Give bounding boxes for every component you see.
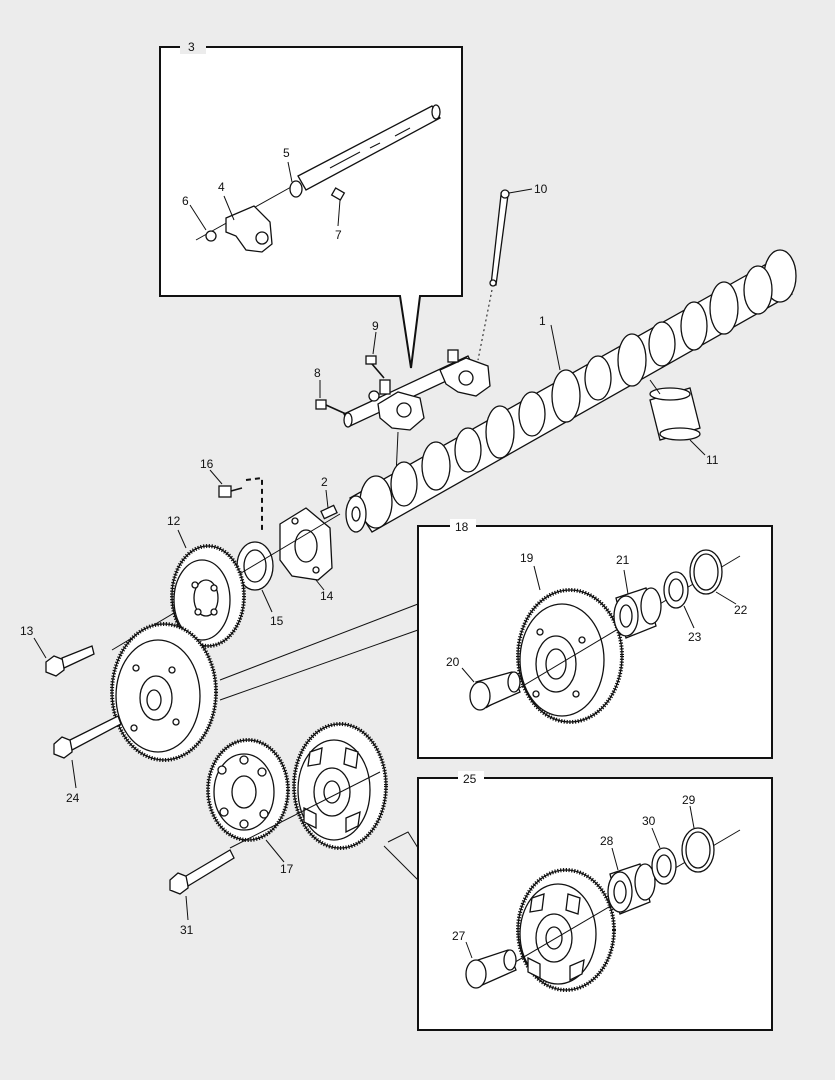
gear-17-front <box>206 738 290 842</box>
callout-30: 30 <box>642 814 656 828</box>
camshaft-1: 1 <box>345 249 797 533</box>
detail-box-18: 18 20 21 <box>219 519 773 759</box>
callout-7: 7 <box>335 228 342 242</box>
callout-24: 24 <box>66 791 80 805</box>
detail-box-rocker-shaft: 3 5 4 6 7 <box>159 40 463 369</box>
dowel-pin-2: 2 <box>320 475 338 520</box>
callout-23: 23 <box>688 630 702 644</box>
callout-4: 4 <box>218 180 225 194</box>
callout-22: 22 <box>734 603 748 617</box>
callout-6: 6 <box>182 194 189 208</box>
ring-30 <box>651 847 677 885</box>
clip-6 <box>205 230 217 242</box>
callout-14: 14 <box>320 589 334 603</box>
idler-gear <box>110 622 218 762</box>
callout-16: 16 <box>200 457 214 471</box>
callout-28: 28 <box>600 834 614 848</box>
callout-1: 1 <box>539 314 546 328</box>
washer-5 <box>289 180 303 198</box>
callout-12: 12 <box>167 514 181 528</box>
push-rod-10: 10 <box>477 182 548 361</box>
shaft-20 <box>469 671 521 711</box>
bolt-31: 31 <box>169 849 235 937</box>
screw-7 <box>330 187 346 201</box>
callout-21: 21 <box>616 553 630 567</box>
callout-11: 11 <box>706 453 719 467</box>
callout-2: 2 <box>321 475 328 489</box>
callout-9: 9 <box>372 319 379 333</box>
callout-29: 29 <box>682 793 696 807</box>
callout-5: 5 <box>283 146 290 160</box>
bolt-16: 16 <box>200 457 263 530</box>
bolt-13: 13 <box>20 624 95 677</box>
callout-8: 8 <box>314 366 321 380</box>
callout-27: 27 <box>452 929 466 943</box>
rocker-shaft-assembly <box>343 349 491 431</box>
callout-20: 20 <box>446 655 460 669</box>
callout-31: 31 <box>180 923 194 937</box>
callout-17: 17 <box>280 862 294 876</box>
ring-23 <box>663 571 689 609</box>
gear-19 <box>516 588 624 724</box>
shaft-27 <box>465 949 517 989</box>
bolt-24: 24 <box>53 715 122 805</box>
camshaft-gear-12: 12 <box>167 514 246 648</box>
callout-18: 18 <box>455 520 469 534</box>
bolt-9: 9 <box>365 319 385 379</box>
bearing-28 <box>607 863 656 915</box>
rocker-shaft-detail <box>195 104 441 241</box>
gear-26 <box>516 868 616 992</box>
bearing-21 <box>613 587 662 639</box>
bushing-11: 11 <box>649 379 719 467</box>
detail-box-25: 25 27 28 <box>383 771 773 1031</box>
callout-3: 3 <box>188 40 195 54</box>
callout-25: 25 <box>463 772 477 786</box>
callout-19: 19 <box>520 551 534 565</box>
gear-17-rear: 17 <box>265 722 388 876</box>
callout-15: 15 <box>270 614 284 628</box>
callout-10: 10 <box>534 182 548 196</box>
rocker-arm-4 <box>225 205 273 253</box>
callout-13: 13 <box>20 624 34 638</box>
bolt-8: 8 <box>314 366 347 415</box>
spacer-ring-15: 15 <box>236 541 284 628</box>
